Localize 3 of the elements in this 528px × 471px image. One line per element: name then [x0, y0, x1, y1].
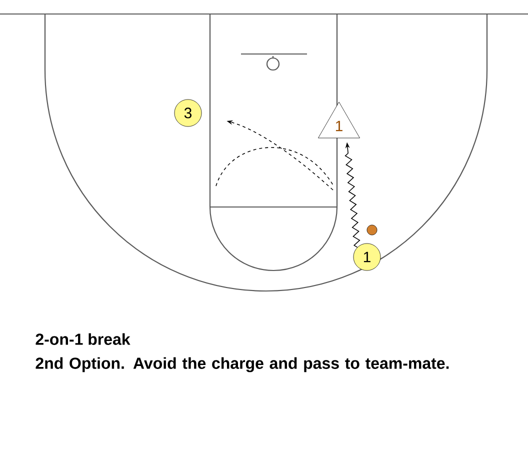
caption: 2nd Option. Avoid the charge and pass to team-mate. — [36, 357, 449, 372]
title: 2-on-1 break — [36, 333, 130, 345]
defender-triangle: 1 — [318, 102, 360, 138]
